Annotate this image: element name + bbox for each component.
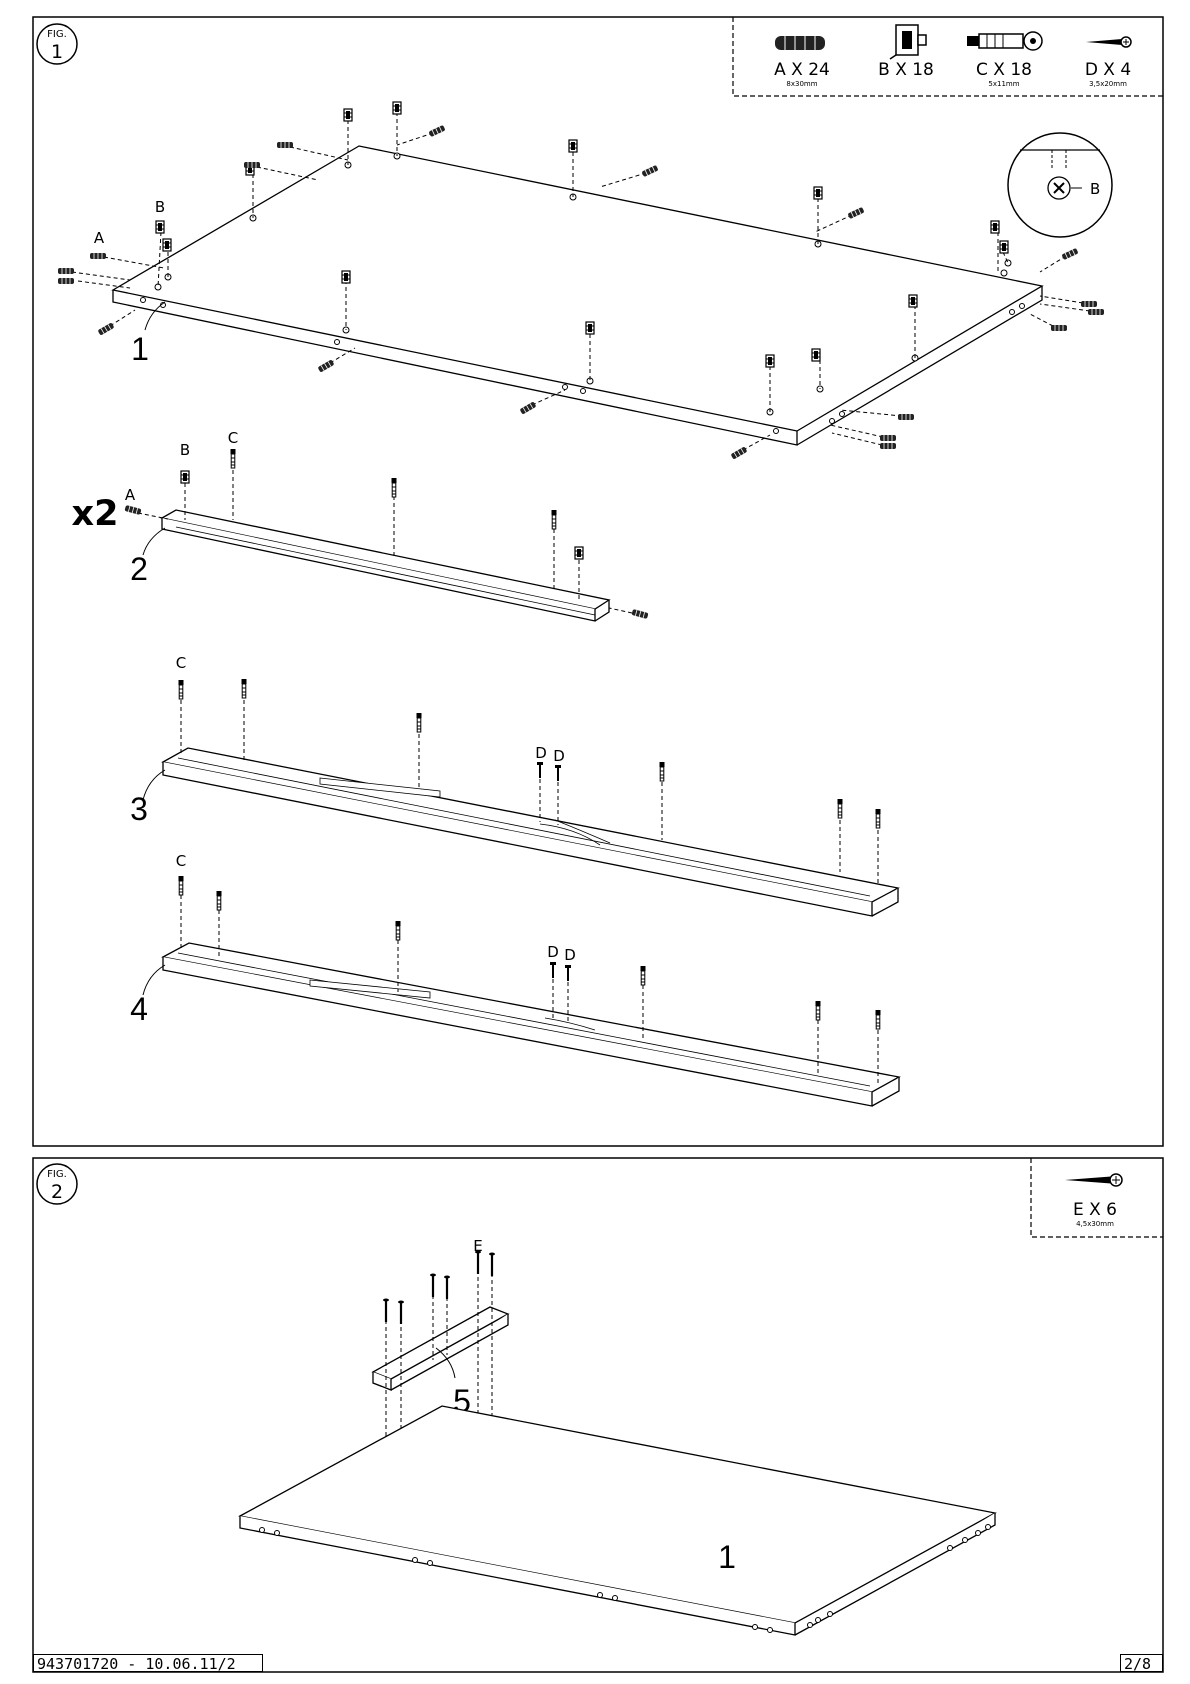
part-number-1: 1 (131, 331, 149, 367)
hardware-b-label: B X 18 (878, 60, 934, 80)
figure-2-badge: FIG. 2 (37, 1164, 77, 1204)
figure-badge-top: FIG. (47, 29, 67, 40)
hardware-a-label: A X 24 (774, 60, 830, 80)
wood-dowel-icon (775, 36, 825, 50)
part-number-2: 2 (130, 551, 148, 587)
label-c-fig1-panel3: C (176, 654, 186, 672)
label-e-fig2: E (473, 1237, 482, 1255)
footer-doc-code-box: 943701720 - 10.06.11/2 (33, 1654, 263, 1672)
hardware-d-label: D X 4 (1085, 60, 1131, 80)
screw-icon (1086, 37, 1131, 47)
part-number-3: 3 (130, 791, 148, 827)
label-d-fig1-panel3-a: D (535, 744, 547, 762)
hardware-legend-fig2: E X 6 4,5x30mm (1031, 1158, 1163, 1237)
panel-2-rail (162, 510, 609, 621)
hardware-e-size: 4,5x30mm (1076, 1220, 1114, 1228)
hardware-e-label: E X 6 (1073, 1200, 1117, 1220)
panel-4-rail (163, 943, 899, 1106)
cam-bolt-icon (967, 32, 1042, 50)
hardware-c-label: C X 18 (976, 60, 1032, 80)
figure-1-badge: FIG. 1 (37, 24, 77, 64)
hardware-c-size: 5x11mm (988, 80, 1019, 88)
label-a-fig1-panel2: A (125, 486, 136, 504)
label-b-fig1-panel2: B (180, 441, 190, 459)
label-d-fig1-panel4-b: D (564, 946, 576, 964)
figure-badge-top: FIG. (47, 1169, 67, 1180)
hardware-legend-fig1: A X 24 8x30mm B X 18 C X 18 5x11mm (733, 17, 1163, 96)
label-c-fig1-panel2: C (228, 429, 238, 447)
part-5-block (373, 1307, 508, 1390)
label-a-fig1-panel1: A (94, 229, 105, 247)
panel-1-board-fig2 (240, 1406, 995, 1635)
figure-badge-number: 2 (51, 1181, 63, 1203)
footer-doc-code: 943701720 - 10.06.11/2 (37, 1655, 236, 1673)
multiplier-x2: x2 (72, 494, 119, 534)
footer-page-box: 2/8 (1120, 1654, 1163, 1672)
panel-1-board (113, 146, 1042, 445)
label-b-fig1-panel1: B (155, 198, 165, 216)
cam-detail-callout: B (1008, 133, 1112, 237)
long-screw-icon (1065, 1174, 1122, 1186)
detail-label-b: B (1090, 180, 1100, 198)
figure-badge-number: 1 (51, 41, 63, 63)
part-number-1-fig2: 1 (718, 1539, 736, 1575)
label-c-fig1-panel4: C (176, 852, 186, 870)
label-d-fig1-panel4-a: D (547, 943, 559, 961)
part-number-4: 4 (130, 991, 148, 1027)
hardware-a-size: 8x30mm (786, 80, 817, 88)
cam-lock-icon (890, 25, 926, 59)
panel-3-rail (163, 748, 898, 916)
footer-page-number: 2/8 (1124, 1655, 1151, 1673)
hardware-d-size: 3,5x20mm (1089, 80, 1127, 88)
label-d-fig1-panel3-b: D (553, 747, 565, 765)
